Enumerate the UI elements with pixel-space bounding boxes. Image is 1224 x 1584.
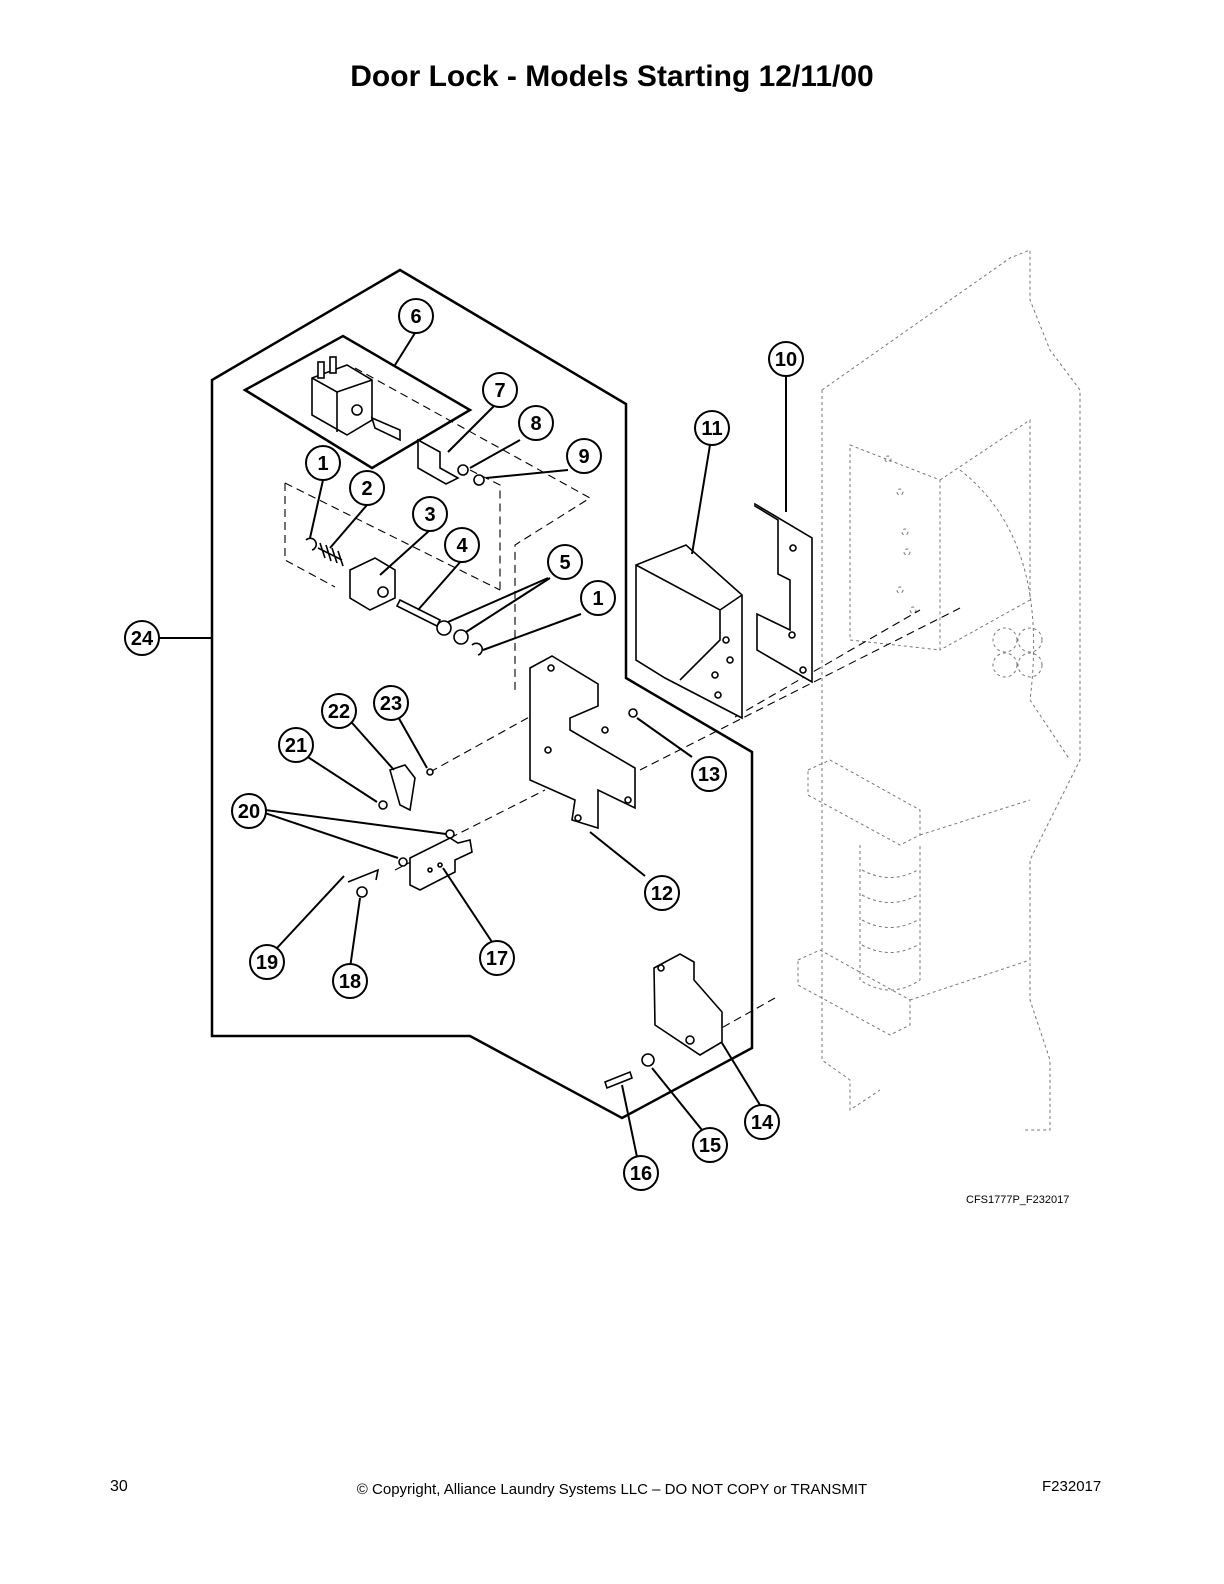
svg-text:21: 21 [285,735,307,757]
latch-17 [409,837,473,891]
screw-13 [628,708,638,718]
callout-4: 4 [444,527,480,563]
svg-text:1: 1 [317,453,328,475]
copyright-notice: © Copyright, Alliance Laundry Systems LL… [356,1481,868,1498]
page-number: 30 [110,1478,128,1495]
washer-20a [398,857,408,867]
leader-lines [159,332,787,1158]
callout-3: 3 [412,496,448,532]
svg-text:10: 10 [775,349,797,371]
svg-text:19: 19 [256,952,278,974]
svg-text:20: 20 [238,801,260,823]
solenoid-box [242,334,473,470]
pin-4 [395,598,442,628]
callout-8: 8 [518,405,554,441]
svg-text:12: 12 [651,883,673,905]
svg-text:24: 24 [131,628,154,650]
callout-17: 17 [479,940,515,976]
svg-text:8: 8 [530,413,541,435]
svg-text:4: 4 [456,535,468,557]
spring-2 [317,542,344,567]
callout-2: 2 [349,470,385,506]
bracket-14 [653,953,723,1056]
svg-text:16: 16 [630,1163,652,1185]
page-title: Door Lock - Models Starting 12/11/00 [350,60,874,93]
callout-7: 7 [482,372,518,408]
callout-14: 14 [744,1104,780,1140]
svg-text:1: 1 [592,588,603,610]
svg-text:3: 3 [424,504,435,526]
nut-21 [378,800,388,810]
callout-12: 12 [644,875,680,911]
lock-washer-15 [641,1053,655,1067]
callout-21: 21 [278,727,314,763]
nut-9 [473,474,485,486]
callout-1-bottom: 1 [580,580,616,616]
document-id: F232017 [1042,1478,1102,1495]
callout-19: 19 [249,944,285,980]
washer-20b [445,829,455,839]
spacer-23 [426,768,434,776]
washer-5a [436,620,452,636]
callout-20: 20 [231,793,267,829]
cover-11 [635,544,743,720]
solenoid [311,356,401,442]
mounting-plate-12 [529,655,636,830]
callout-23: 23 [373,685,409,721]
svg-text:5: 5 [559,552,570,574]
pin-19 [347,868,380,883]
e-ring-1 [305,537,318,551]
svg-text:15: 15 [699,1135,721,1157]
svg-text:23: 23 [380,693,402,715]
svg-text:13: 13 [698,764,720,786]
svg-text:18: 18 [339,971,361,993]
callout-11: 11 [694,410,730,446]
figure-reference: CFS1777P_F232017 [966,1194,1070,1206]
callout-13: 13 [691,756,727,792]
svg-text:7: 7 [494,380,505,402]
switch-22 [389,764,416,812]
svg-text:2: 2 [361,478,372,500]
callout-5: 5 [547,544,583,580]
callout-22: 22 [321,693,357,729]
nut-18 [356,886,368,898]
callout-9: 9 [566,438,602,474]
bolt-16 [604,1070,633,1090]
washer-8 [457,464,469,476]
svg-text:14: 14 [751,1112,774,1134]
machine-frame-illustration [797,249,1081,1131]
housing-3 [349,557,396,611]
svg-text:6: 6 [410,306,421,328]
callout-24: 24 [124,620,160,656]
callout-15: 15 [692,1127,728,1163]
plate-10 [754,502,813,684]
bracket-7 [417,438,460,485]
svg-text:11: 11 [701,418,722,440]
callout-1-top: 1 [305,445,341,481]
callout-6: 6 [398,298,434,334]
callout-18: 18 [332,963,368,999]
svg-text:17: 17 [486,948,508,970]
washer-5b [453,629,469,645]
callout-16: 16 [623,1155,659,1191]
callout-10: 10 [768,341,804,377]
svg-text:9: 9 [578,446,589,468]
e-ring-1b [471,642,484,656]
kit-outline [210,268,754,1120]
svg-text:22: 22 [328,701,350,723]
